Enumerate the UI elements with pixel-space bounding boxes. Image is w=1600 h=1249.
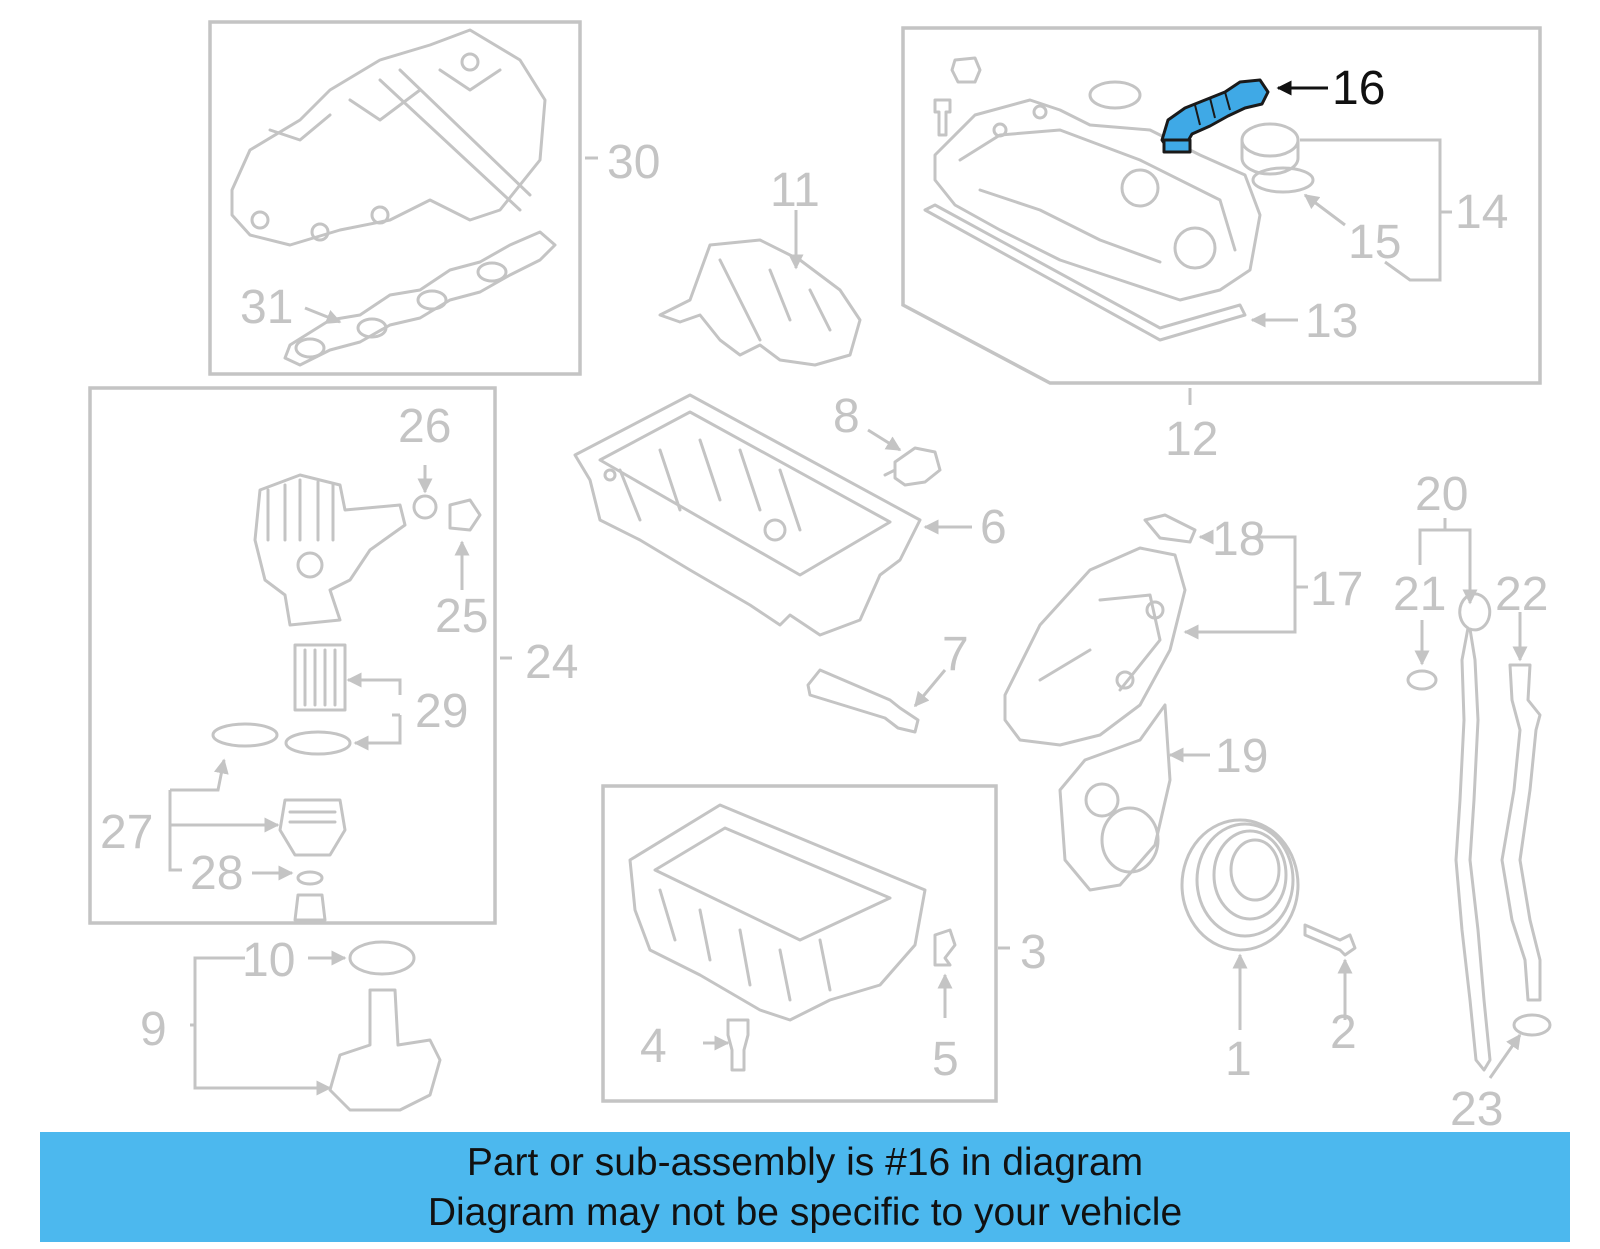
callout-8: 8 — [833, 390, 860, 443]
lower-oil-pan — [628, 803, 927, 1022]
pulley-bolt-2 — [1303, 923, 1357, 957]
group-box-3 — [601, 784, 998, 1103]
cover-seal-18 — [1143, 513, 1197, 544]
timing-cover-group: 18 17 19 1 2 — [1003, 513, 1363, 1086]
callout-18: 18 — [1212, 513, 1265, 566]
callout-31: 31 — [240, 281, 293, 334]
dipstick-tube-22 — [1500, 663, 1542, 1002]
dipstick-seal-21 — [1406, 669, 1438, 691]
callout-10: 10 — [242, 934, 295, 987]
callout-22: 22 — [1495, 568, 1548, 621]
group-box-12 — [901, 26, 1542, 385]
callout-17: 17 — [1310, 563, 1363, 616]
callout-12: 12 — [1165, 413, 1218, 466]
oil-pressure-sensor-8 — [883, 446, 942, 487]
callout-3: 3 — [1020, 926, 1047, 979]
callout-16: 16 — [1332, 62, 1385, 115]
oil-level-sensor — [328, 988, 442, 1112]
group-box-30 — [208, 20, 582, 376]
callout-20: 20 — [1415, 468, 1468, 521]
filter-cap — [278, 798, 347, 857]
caption-banner: Part or sub-assembly is #16 in diagram D… — [40, 1132, 1570, 1242]
callout-2: 2 — [1330, 1006, 1357, 1059]
manifold-gasket — [283, 230, 557, 367]
callout-19: 19 — [1215, 730, 1268, 783]
bolt — [933, 98, 952, 137]
cap-seal-15 — [1251, 166, 1315, 194]
o-ring-27 — [211, 722, 279, 748]
valve-cover — [933, 98, 1262, 302]
tube-seal-23 — [1512, 1013, 1552, 1037]
callout-28: 28 — [190, 847, 243, 900]
sealant-tube-7 — [806, 668, 920, 734]
callout-6: 6 — [980, 501, 1007, 554]
caption-line-part-number: Part or sub-assembly is #16 in diagram — [466, 1141, 1144, 1184]
callout-23: 23 — [1450, 1083, 1503, 1136]
lower-oil-pan-group: 4 5 3 — [601, 784, 1047, 1103]
intake-manifold-group: 30 31 — [208, 20, 660, 376]
seal-25 — [448, 498, 482, 532]
callout-30: 30 — [607, 136, 660, 189]
callout-7: 7 — [942, 628, 969, 681]
callout-4: 4 — [640, 1020, 667, 1073]
callout-13: 13 — [1305, 295, 1358, 348]
upper-timing-cover-17 — [1003, 546, 1187, 747]
callout-26: 26 — [398, 400, 451, 453]
baffle-group: 11 — [658, 164, 862, 367]
o-ring-29 — [284, 730, 352, 756]
callout-21: 21 — [1393, 568, 1446, 621]
upper-oil-pan — [573, 393, 922, 637]
leader-31 — [304, 306, 342, 324]
group-box-24 — [88, 386, 497, 925]
oil-filter-group: 26 25 24 29 27 28 — [88, 386, 578, 925]
callout-27: 27 — [100, 806, 153, 859]
valve-cover-gasket — [923, 203, 1247, 342]
sensor-seal-10 — [348, 940, 416, 976]
intake-manifold — [230, 28, 547, 247]
upper-oil-pan-group: 8 6 7 — [573, 390, 1007, 734]
callout-25: 25 — [435, 590, 488, 643]
o-ring-28 — [296, 870, 324, 886]
valve-cover-group: 16 14 15 13 12 — [901, 26, 1542, 466]
oil-filler-cap — [1240, 122, 1300, 158]
callout-5: 5 — [932, 1033, 959, 1086]
callout-14: 14 — [1455, 186, 1508, 239]
callout-11: 11 — [770, 164, 820, 217]
seal-ring — [1088, 80, 1142, 110]
callout-9: 9 — [140, 1003, 167, 1056]
callout-24: 24 — [525, 636, 578, 689]
callout-15: 15 — [1348, 216, 1401, 269]
callout-29: 29 — [415, 685, 468, 738]
cap-plug — [950, 56, 982, 84]
drain-plug-4 — [726, 1018, 750, 1072]
oil-baffle — [658, 238, 862, 367]
lower-timing-cover-19 — [1058, 703, 1172, 892]
callout-1: 1 — [1225, 1033, 1252, 1086]
filter-element — [293, 643, 347, 712]
caption-line-disclaimer: Diagram may not be specific to your vehi… — [427, 1191, 1183, 1234]
dipstick-20 — [1454, 592, 1492, 1072]
crankshaft-pulley — [1180, 818, 1300, 952]
o-ring-26 — [412, 494, 438, 520]
dipstick-group: 20 21 22 23 — [1393, 468, 1552, 1136]
drain-plug-5 — [933, 928, 957, 967]
oil-level-sensor-group: 9 10 — [140, 934, 442, 1112]
oil-filter-housing — [253, 473, 407, 627]
